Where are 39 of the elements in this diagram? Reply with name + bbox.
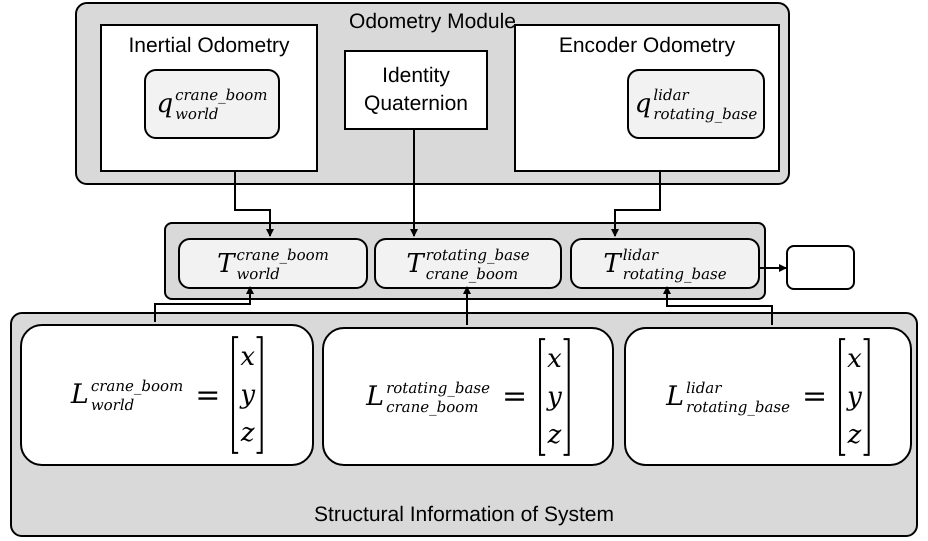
process-box — [100, 24, 318, 172]
equation-box — [20, 324, 314, 466]
equation-box — [322, 327, 614, 466]
module-title: Structural Information of System — [314, 502, 614, 528]
vector-entry: y — [240, 379, 256, 412]
formula-box — [627, 69, 765, 139]
arrow — [611, 170, 661, 237]
vector-entry: y — [547, 380, 562, 414]
vector-entry: x — [547, 342, 562, 376]
vector-entry: z — [848, 418, 862, 452]
arrow — [663, 286, 773, 325]
module-title: Odometry Module — [349, 9, 516, 35]
process-box — [344, 50, 488, 130]
vector-entry: x — [847, 342, 862, 376]
formula-box — [570, 238, 760, 289]
formula-box — [178, 238, 368, 289]
formula-box — [374, 238, 562, 289]
module-panel — [10, 312, 918, 537]
process-box — [514, 24, 780, 172]
arrow — [758, 264, 787, 272]
vector-entry: z — [548, 418, 562, 452]
arrow — [410, 128, 418, 237]
box-title: Encoder Odometry — [558, 33, 736, 59]
equals-sign: = — [195, 376, 220, 414]
arrow — [463, 286, 471, 325]
group-panel — [164, 222, 766, 300]
vector-entry: y — [847, 380, 862, 414]
vector-entry: z — [240, 417, 255, 450]
box-label: Identity Quaternion — [363, 63, 469, 117]
equation-box — [624, 327, 912, 466]
arrow — [154, 286, 254, 322]
equals-sign: = — [502, 378, 528, 416]
formula-box — [144, 69, 280, 139]
vector-entry: x — [240, 341, 256, 374]
process-box — [786, 245, 855, 290]
arrow — [234, 170, 274, 237]
equals-sign: = — [802, 378, 828, 416]
box-title: Inertial Odometry — [128, 33, 290, 59]
module-panel — [75, 2, 790, 185]
